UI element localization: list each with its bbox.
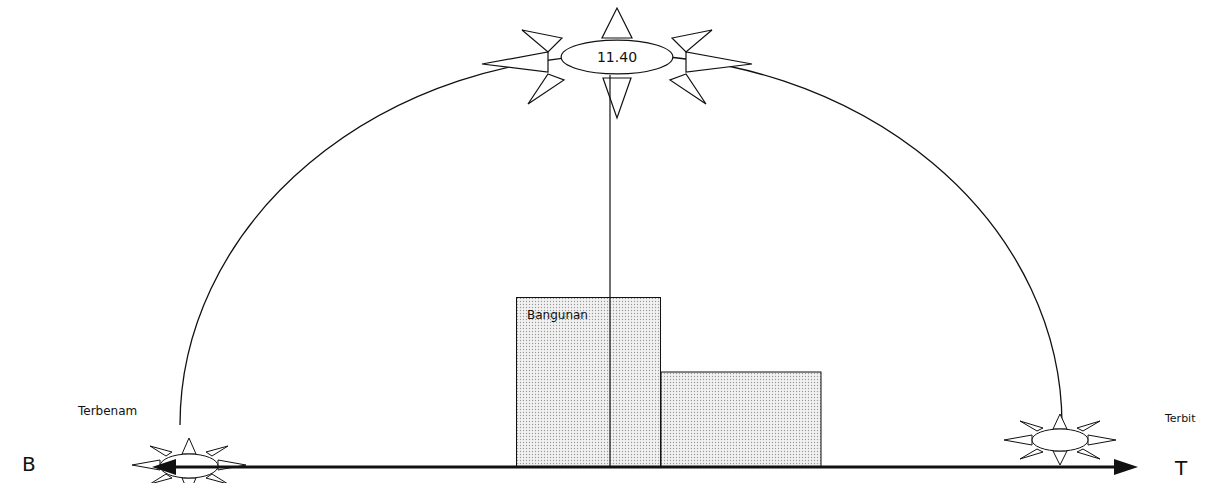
sunset-label: Terbenam [78, 404, 137, 418]
sun-rays [482, 8, 752, 118]
low-building [661, 372, 821, 467]
west-east-axis [152, 459, 1138, 475]
node-text: Bangunan [527, 308, 588, 322]
sunrise-label: Terbit [1165, 412, 1196, 425]
rising-sun [1004, 414, 1116, 465]
building-fill [516, 297, 661, 467]
node-text: 11.40 [597, 49, 637, 65]
noon-line [609, 75, 610, 297]
setting-sun [132, 438, 246, 483]
noon-line-inside [609, 297, 610, 467]
west-letter: B [22, 452, 36, 476]
sun-noon: 11.40 [560, 39, 674, 75]
east-letter: T [1175, 456, 1187, 480]
sun-outline [561, 40, 673, 74]
building-box: Bangunan [516, 297, 661, 467]
